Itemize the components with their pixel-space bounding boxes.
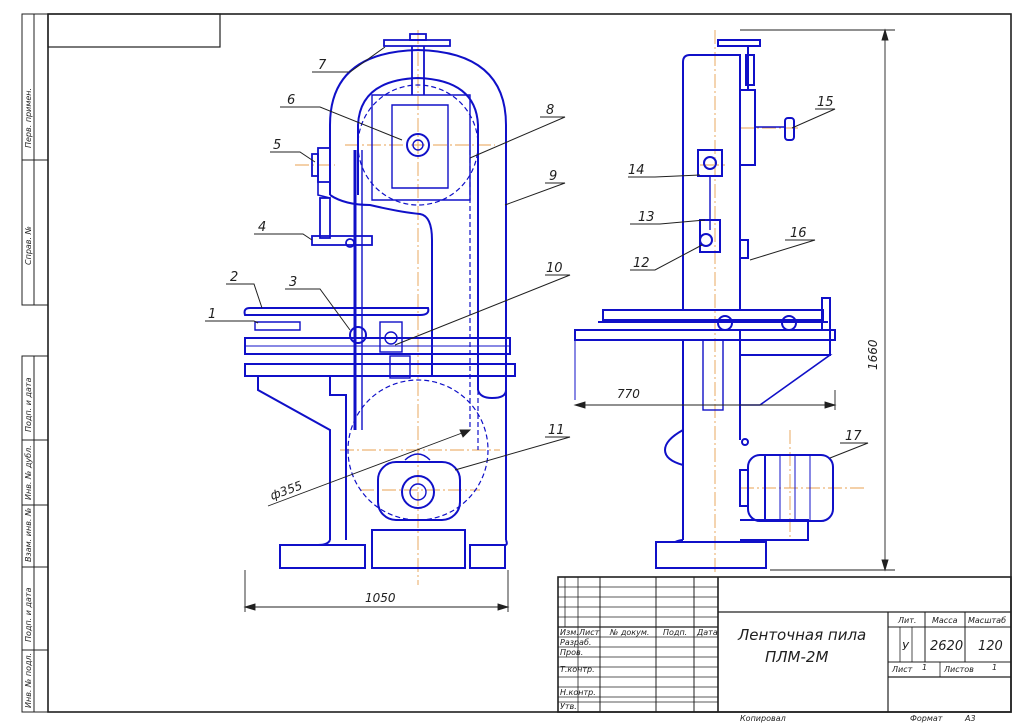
side-label-podp2: Подп. и дата [24, 587, 33, 642]
side-label-sprav: Справ. № [24, 226, 33, 265]
dim-height: 1660 [866, 339, 880, 370]
mass-label: Масса [932, 616, 958, 625]
dimension-lines [243, 28, 895, 612]
lit-value: У [902, 640, 910, 653]
sheets-label: Листов [943, 665, 974, 674]
leader-lines [205, 46, 869, 471]
side-label-podp1: Подп. и дата [24, 377, 33, 432]
col-header-podp: Подп. [663, 628, 687, 637]
callout-3: 3 [289, 275, 297, 290]
front-table [243, 307, 516, 379]
callout-9: 9 [549, 169, 557, 184]
col-header-list: Лист [578, 628, 600, 637]
dim-depth: 770 [617, 387, 640, 401]
callout-10: 10 [546, 261, 563, 276]
callout-5: 5 [273, 138, 281, 153]
callout-7: 7 [318, 58, 327, 73]
side-center-lines [700, 30, 865, 575]
role-tkontr: Т.контр. [560, 665, 595, 674]
front-frame [317, 48, 507, 400]
callout-17: 17 [845, 429, 862, 444]
tension-knob [311, 147, 331, 183]
callout-1: 1 [208, 307, 216, 322]
side-motor [663, 429, 834, 541]
drawing-title-line2: ПЛМ-2М [765, 648, 828, 666]
sheets-value: 1 [992, 663, 997, 672]
callout-13: 13 [638, 210, 655, 225]
side-view [574, 30, 865, 575]
role-nkontr: Н.контр. [560, 688, 596, 697]
scale-value: 120 [978, 639, 1003, 654]
title-block [557, 576, 1012, 713]
sheet-label: Лист [891, 665, 913, 674]
callout-15: 15 [817, 95, 834, 110]
crank-handle [311, 197, 373, 248]
callout-2: 2 [230, 270, 238, 285]
upper-wheel [357, 84, 479, 206]
sheet-value: 1 [922, 663, 927, 672]
role-utv: Утв. [560, 702, 577, 711]
footer-copied: Копировал [740, 714, 786, 723]
callout-6: 6 [287, 93, 295, 108]
callout-12: 12 [633, 256, 650, 271]
side-label-dubl: Инв. № дубл. [24, 445, 33, 500]
side-label-perv: Перв. примен. [24, 88, 33, 148]
mass-value: 2620 [930, 639, 963, 654]
callout-numbers: 1 2 3 4 5 6 7 8 9 10 11 12 13 14 15 16 1… [208, 58, 862, 444]
sheet-frame [21, 13, 1012, 713]
role-prov: Пров. [560, 648, 583, 657]
title-block-texts: Ленточная пила ПЛМ-2М Изм. Лист № докум.… [560, 616, 1006, 711]
col-header-izm: Изм. [560, 628, 579, 637]
front-view [243, 30, 516, 585]
lit-label: Лит. [897, 616, 916, 625]
top-handwheel [383, 33, 451, 95]
front-base [257, 375, 508, 569]
saw-blade [353, 150, 479, 450]
scale-label: Масштаб [968, 616, 1006, 625]
footer-format-value: А3 [964, 714, 976, 723]
side-base [655, 539, 767, 569]
footer: Копировал Формат А3 [740, 714, 976, 723]
lower-wheel [347, 379, 489, 521]
side-table [574, 297, 836, 540]
col-header-dokum: № докум. [609, 628, 649, 637]
side-label-podl: Инв. № подл. [24, 653, 33, 708]
side-stamp-labels: Перв. примен. Справ. № Подп. и дата Инв.… [24, 88, 33, 708]
footer-format-label: Формат [910, 714, 943, 723]
side-body [682, 39, 795, 310]
side-label-vzam: Взам. инв. № [24, 508, 33, 562]
callout-8: 8 [546, 103, 554, 118]
callout-4: 4 [258, 220, 266, 235]
callout-14: 14 [628, 163, 645, 178]
dim-width: 1050 [365, 591, 396, 605]
role-razrab: Разраб. [560, 638, 591, 647]
callout-16: 16 [790, 226, 807, 241]
callout-11: 11 [548, 423, 565, 438]
dimension-texts: ф355 1050 770 1660 [268, 339, 880, 605]
drawing-title-line1: Ленточная пила [737, 626, 866, 644]
col-header-data: Дата [696, 628, 718, 637]
